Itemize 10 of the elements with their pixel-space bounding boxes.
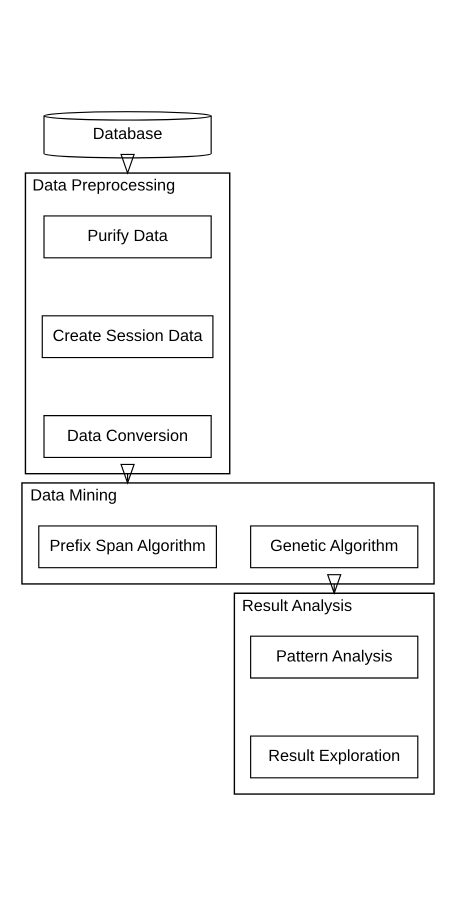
node-box: Create Session Data [42,315,214,358]
node-box: Purify Data [43,215,212,258]
arrow [120,464,135,485]
arrow [326,574,342,595]
node-box: Pattern Analysis [250,636,418,679]
arrow [120,154,135,175]
node-box: Genetic Algorithm [250,525,418,568]
node-box: Result Exploration [250,735,418,778]
node-box: Prefix Span Algorithm [38,525,217,568]
node-box: Data Conversion [43,415,212,458]
